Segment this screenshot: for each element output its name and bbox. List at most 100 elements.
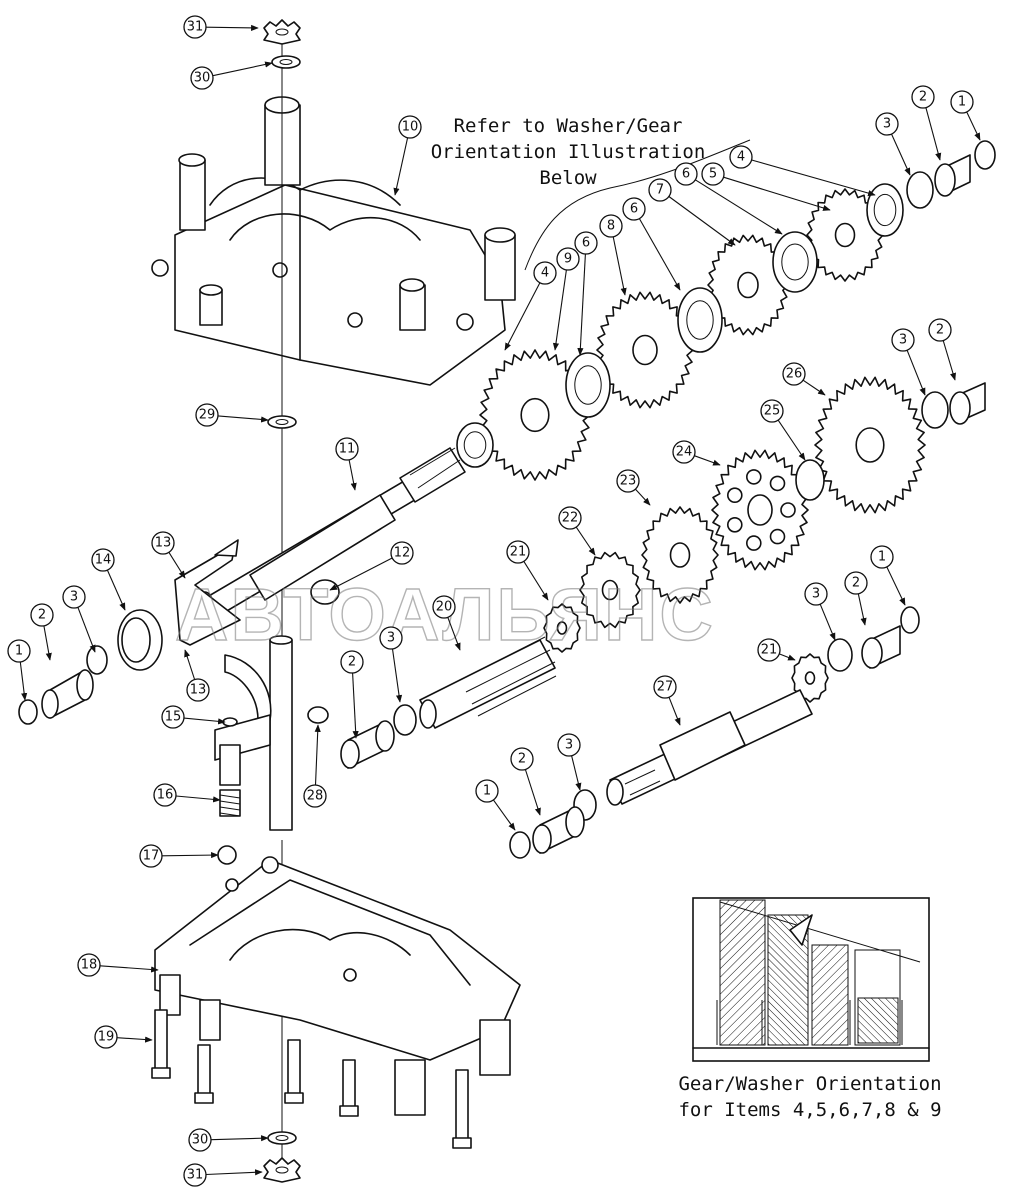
callout-number: 1 bbox=[15, 644, 23, 659]
callout-2: 2 bbox=[844, 571, 868, 595]
callout-number: 8 bbox=[607, 219, 615, 234]
shifter-rod-part-28-assembly bbox=[269, 635, 329, 831]
bolts-part-19 bbox=[151, 1009, 472, 1149]
callout-leader bbox=[577, 253, 586, 356]
gear-24-hole bbox=[745, 469, 762, 485]
callout-number: 3 bbox=[883, 117, 891, 132]
callout-25: 25 bbox=[760, 399, 784, 423]
gear-part-7 bbox=[707, 234, 789, 336]
callout-leader bbox=[184, 649, 196, 680]
lock-washer-part-31-top bbox=[263, 19, 301, 45]
callout-leader bbox=[552, 269, 567, 351]
ring-part-1-shaft27 bbox=[509, 831, 531, 859]
callout-leader bbox=[694, 455, 721, 466]
callout-leader bbox=[99, 965, 159, 973]
gear-part-5 bbox=[806, 188, 884, 282]
callout-leader bbox=[523, 561, 549, 601]
callout-24: 24 bbox=[672, 440, 696, 464]
upper-housing-part-10 bbox=[151, 96, 516, 386]
callout-leader bbox=[314, 724, 321, 786]
callout-number: 2 bbox=[518, 752, 526, 767]
washer-part-6-a bbox=[565, 352, 611, 418]
callout-number: 1 bbox=[878, 550, 886, 565]
callout-leader bbox=[524, 769, 541, 816]
callout-3: 3 bbox=[557, 733, 581, 757]
callout-leader bbox=[668, 196, 736, 246]
callout-15: 15 bbox=[161, 705, 185, 729]
callout-leader bbox=[668, 696, 681, 726]
callout-leader bbox=[925, 107, 942, 161]
callout-number: 4 bbox=[737, 150, 745, 165]
callout-number: 13 bbox=[155, 536, 172, 551]
spacer-part-3-shaft20 bbox=[393, 704, 417, 736]
washer-part-30-bottom bbox=[267, 1131, 297, 1145]
callout-number: 3 bbox=[899, 333, 907, 348]
gear-part-21-upper bbox=[543, 603, 581, 653]
callout-leader bbox=[116, 1036, 153, 1043]
callout-number: 21 bbox=[510, 545, 527, 560]
lower-housing-part-18 bbox=[154, 856, 521, 1116]
callout-1: 1 bbox=[475, 779, 499, 803]
callout-number: 21 bbox=[761, 643, 778, 658]
callout-leader bbox=[19, 661, 28, 701]
callout-number: 2 bbox=[852, 576, 860, 591]
gear-part-21-lower bbox=[791, 653, 829, 703]
callout-14: 14 bbox=[91, 548, 115, 572]
ring-part-1-top-right bbox=[974, 140, 996, 170]
callouts: 3130102911121314321131516171819303149686… bbox=[7, 15, 974, 1187]
orientation-inset bbox=[692, 897, 930, 1062]
callout-leader bbox=[183, 717, 226, 725]
washer-part-6-c-bore bbox=[781, 243, 809, 281]
gear-24-hole bbox=[726, 487, 743, 504]
callout-number: 26 bbox=[786, 367, 803, 382]
gear-part-22 bbox=[579, 551, 641, 629]
gear-part-8 bbox=[596, 291, 694, 409]
callout-4: 4 bbox=[729, 145, 753, 169]
gear-24-hole bbox=[780, 502, 796, 518]
bushing-part-2-mid-right bbox=[949, 382, 986, 425]
washer-part-4-lower bbox=[456, 422, 494, 468]
callout-3: 3 bbox=[875, 112, 899, 136]
washer-part-6-c bbox=[772, 231, 818, 293]
lock-washer-part-31-bottom bbox=[263, 1157, 301, 1183]
callout-leader bbox=[695, 179, 783, 235]
callout-13: 13 bbox=[186, 678, 210, 702]
callout-22: 22 bbox=[558, 506, 582, 530]
callout-leader bbox=[634, 488, 651, 506]
note-line-1: Refer to Washer/Gear bbox=[454, 115, 683, 137]
inset-caption-line-1: Gear/Washer Orientation bbox=[678, 1073, 941, 1095]
callout-number: 5 bbox=[709, 167, 717, 182]
callout-number: 31 bbox=[187, 20, 204, 35]
gear-part-26 bbox=[814, 376, 926, 514]
callout-number: 2 bbox=[919, 90, 927, 105]
callout-31: 31 bbox=[183, 15, 207, 39]
callout-leader bbox=[205, 1169, 263, 1176]
callout-leader bbox=[217, 415, 269, 423]
bushing-part-2-left bbox=[41, 669, 94, 719]
callout-leader bbox=[77, 607, 96, 653]
callout-leader bbox=[886, 566, 906, 606]
callout-number: 4 bbox=[541, 266, 549, 281]
callout-12: 12 bbox=[390, 541, 414, 565]
callout-number: 22 bbox=[562, 511, 579, 526]
callout-leader bbox=[942, 340, 956, 381]
callout-leader bbox=[348, 459, 357, 491]
callout-number: 13 bbox=[190, 683, 207, 698]
callout-21: 21 bbox=[506, 540, 530, 564]
washer-part-30-top bbox=[271, 55, 301, 69]
gear-24-hole bbox=[726, 516, 743, 533]
callout-number: 17 bbox=[143, 849, 160, 864]
callout-leader bbox=[492, 799, 516, 831]
washer-part-6-b bbox=[677, 287, 723, 353]
shaft-part-27 bbox=[606, 689, 813, 806]
callout-number: 2 bbox=[936, 323, 944, 338]
spring-part-16 bbox=[219, 789, 241, 817]
callout-leader bbox=[212, 61, 273, 77]
callout-number: 1 bbox=[483, 784, 491, 799]
callout-20: 20 bbox=[432, 595, 456, 619]
callout-leader bbox=[210, 1135, 269, 1142]
callout-10: 10 bbox=[398, 115, 422, 139]
callout-21: 21 bbox=[757, 638, 781, 662]
callout-11: 11 bbox=[335, 437, 359, 461]
